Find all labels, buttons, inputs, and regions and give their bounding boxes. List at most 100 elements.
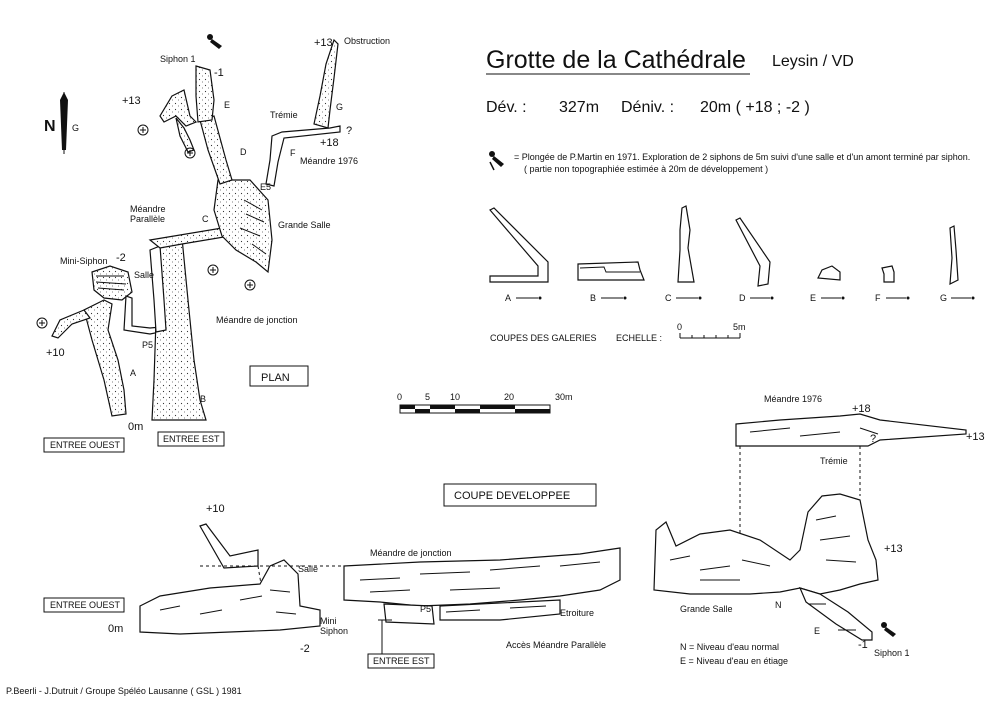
plan-plus18: +18 — [320, 137, 339, 149]
profile-grande-salle-label: Grande Salle — [680, 604, 733, 614]
profile-west-texture — [159, 589, 297, 615]
plan-entree-est-box — [157, 431, 225, 447]
profile-minus1: -1 — [858, 639, 868, 651]
plan-view: N G — [36, 34, 390, 453]
profile-siphon-gallery — [798, 587, 873, 641]
survey-location: Leysin / VD — [772, 53, 854, 70]
profile-plus13: +13 — [884, 543, 903, 555]
plan-question: ? — [346, 125, 352, 137]
deniv-value: 20m ( +18 ; -2 ) — [700, 99, 810, 116]
plan-branch-d — [199, 115, 233, 185]
profile-entree-ouest: ENTREE OUEST — [50, 600, 121, 610]
profile-question: ? — [870, 433, 876, 445]
north-label: N — [44, 118, 56, 135]
plan-tremie: Trémie — [270, 110, 298, 120]
profile-meandre-1976 — [735, 413, 967, 447]
credits: P.Beerli - J.Dutruit / Groupe Spéléo Lau… — [6, 686, 242, 696]
main-scale-0: 0 — [397, 392, 402, 402]
profile-mini-siphon-2: Siphon — [320, 626, 348, 636]
main-scale-5: 5 — [425, 392, 430, 402]
plan-letter-e: E — [224, 100, 230, 110]
plan-label-box — [249, 365, 309, 387]
diving-note-1: = Plongée de P.Martin en 1971. Explorati… — [514, 152, 970, 162]
plan-plus13-left: +13 — [122, 95, 141, 107]
plan-diver-icon — [207, 34, 222, 49]
plan-obstruction: Obstruction — [344, 36, 390, 46]
profile-acces-parallele — [439, 599, 561, 621]
profile-tremie: Trémie — [820, 456, 848, 466]
profile-zero: 0m — [108, 623, 123, 635]
plan-meandre-parallele-2: Parallèle — [130, 214, 165, 224]
plan-grande-salle-blocks — [239, 199, 267, 255]
profile-plus13-right: +13 — [966, 431, 985, 443]
plan-minus1: -1 — [214, 67, 224, 79]
sections-scale-label: ECHELLE : — [616, 333, 662, 343]
profile-meandre1976: Méandre 1976 — [764, 394, 822, 404]
plan-entree-est: ENTREE EST — [163, 434, 220, 444]
plan-entree-ouest: ENTREE OUEST — [50, 440, 121, 450]
section-c-shape — [677, 205, 695, 283]
survey-title: Grotte de la Cathédrale — [486, 46, 746, 74]
section-f-label: F — [875, 293, 881, 303]
plan-mini-siphon: Mini-Siphon — [60, 256, 108, 266]
plan-branch-plus13-left — [159, 89, 198, 127]
profile-salle: Salle — [298, 564, 318, 574]
plan-west-branch-plus10 — [51, 309, 91, 339]
plan-salle-label: Salle — [134, 270, 154, 280]
profile-p5: P5 — [420, 604, 431, 614]
profile-entree-est: ENTREE EST — [373, 656, 430, 666]
section-g-shape — [949, 225, 959, 286]
plan-meandre-parallele-1: Méandre — [130, 204, 166, 214]
section-e-label: E — [810, 293, 816, 303]
profile-etroiture: Etroiture — [560, 608, 594, 618]
profile-mini-siphon-1: Mini — [320, 616, 337, 626]
plan-plus13-top: +13 — [314, 37, 333, 49]
sections-scale-bar — [679, 333, 741, 339]
section-b-label: B — [590, 293, 596, 303]
diving-note-2: ( partie non topographiée estimée à 20m … — [524, 164, 768, 174]
main-scale-bar — [399, 404, 551, 414]
profile-meandre-jonction-label: Méandre de jonction — [370, 548, 452, 558]
dev-value: 327m — [559, 99, 599, 116]
main-scale-20: 20 — [504, 392, 514, 402]
plan-letter-a: A — [130, 368, 136, 378]
plan-siphon1: Siphon 1 — [160, 54, 196, 64]
legend-water-normal: N = Niveau d'eau normal — [680, 642, 779, 652]
sections-scale-zero: 0 — [677, 322, 682, 332]
section-a-label: A — [505, 293, 511, 303]
plan-p5: P5 — [142, 340, 153, 350]
section-g-label: G — [940, 293, 947, 303]
profile-view: COUPE DEVELOPPEE +10 Salle — [43, 394, 985, 669]
section-a-shape — [489, 207, 549, 283]
plan-mini-siphon-lines — [95, 275, 127, 291]
plan-letter-c: C — [202, 214, 209, 224]
deniv-label: Déniv. : — [621, 99, 674, 116]
profile-p5-lower — [383, 603, 435, 625]
gallery-sections — [489, 205, 959, 287]
section-labels: A B C D E F G — [505, 293, 975, 303]
plan-branch-g — [313, 38, 339, 129]
profile-acces-texture — [445, 605, 547, 613]
plan-grande-salle-label: Grande Salle — [278, 220, 331, 230]
profile-grande-salle — [653, 493, 879, 595]
profile-acces: Accès Méandre Parallèle — [506, 640, 606, 650]
plan-letter-g: G — [336, 102, 343, 112]
section-f-shape — [881, 265, 895, 283]
plan-letter-f: F — [290, 148, 296, 158]
plan-label: PLAN — [261, 372, 290, 384]
plan-letter-b: B — [200, 394, 206, 404]
profile-n: N — [775, 600, 782, 610]
profile-plus18: +18 — [852, 403, 871, 415]
plan-corridor-c — [148, 227, 232, 249]
profile-diver-icon — [881, 622, 896, 637]
profile-west-gallery — [139, 559, 321, 635]
profile-minus2: -2 — [300, 643, 310, 655]
section-c-label: C — [665, 293, 672, 303]
plan-grande-salle — [213, 179, 273, 274]
section-d-label: D — [739, 293, 746, 303]
plan-survey-markers — [36, 124, 256, 329]
plan-tremie-meandre — [265, 125, 341, 187]
profile-label-box — [443, 483, 597, 507]
north-arrow-icon — [60, 92, 68, 154]
